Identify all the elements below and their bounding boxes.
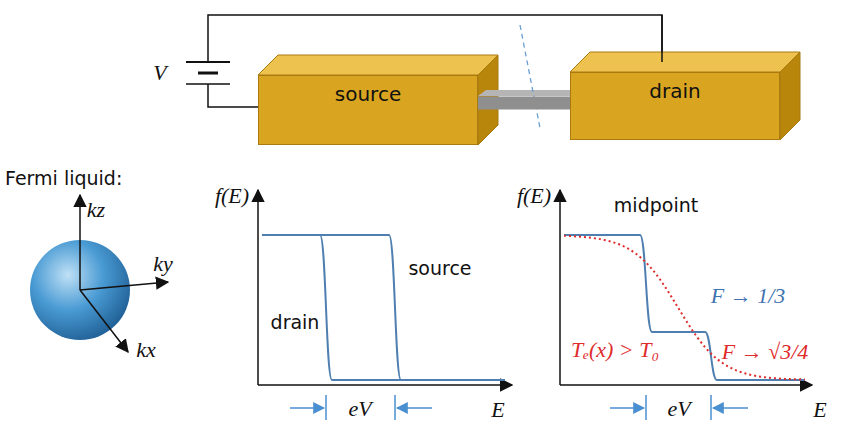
axis-label: f(E) (215, 184, 249, 208)
axis-label: f(E) (517, 184, 551, 208)
midpoint-line (520, 25, 540, 128)
block-label: drain (649, 73, 700, 103)
fano-factor: F → 1/3 (711, 284, 786, 308)
axis-label: kz (87, 198, 105, 222)
bar-top (478, 90, 578, 96)
voltage-label: V (153, 61, 166, 85)
temperature-label: Tₑ(x) > T₀ (571, 338, 659, 362)
curve-label: source (408, 258, 471, 279)
energy-window: eV (667, 397, 690, 421)
block-label: source (335, 76, 401, 106)
axis-label: E (813, 398, 826, 422)
nanowire (478, 97, 570, 110)
plot-axes (258, 190, 812, 385)
source-box: source (258, 75, 478, 145)
circuit-wire (661, 15, 663, 62)
axis-label: E (491, 398, 504, 422)
energy-window: eV (348, 397, 371, 421)
curve-label: drain (271, 312, 320, 333)
section-title: Fermi liquid: (5, 168, 122, 189)
axis-label: kx (136, 338, 156, 362)
drain-box: drain (570, 72, 780, 140)
battery-symbol (186, 62, 230, 84)
plot-title: midpoint (614, 195, 698, 216)
source-block (258, 55, 498, 145)
drain-block (570, 52, 800, 140)
axis-label: ky (153, 252, 173, 276)
fano-factor: F → √3/4 (722, 340, 809, 364)
